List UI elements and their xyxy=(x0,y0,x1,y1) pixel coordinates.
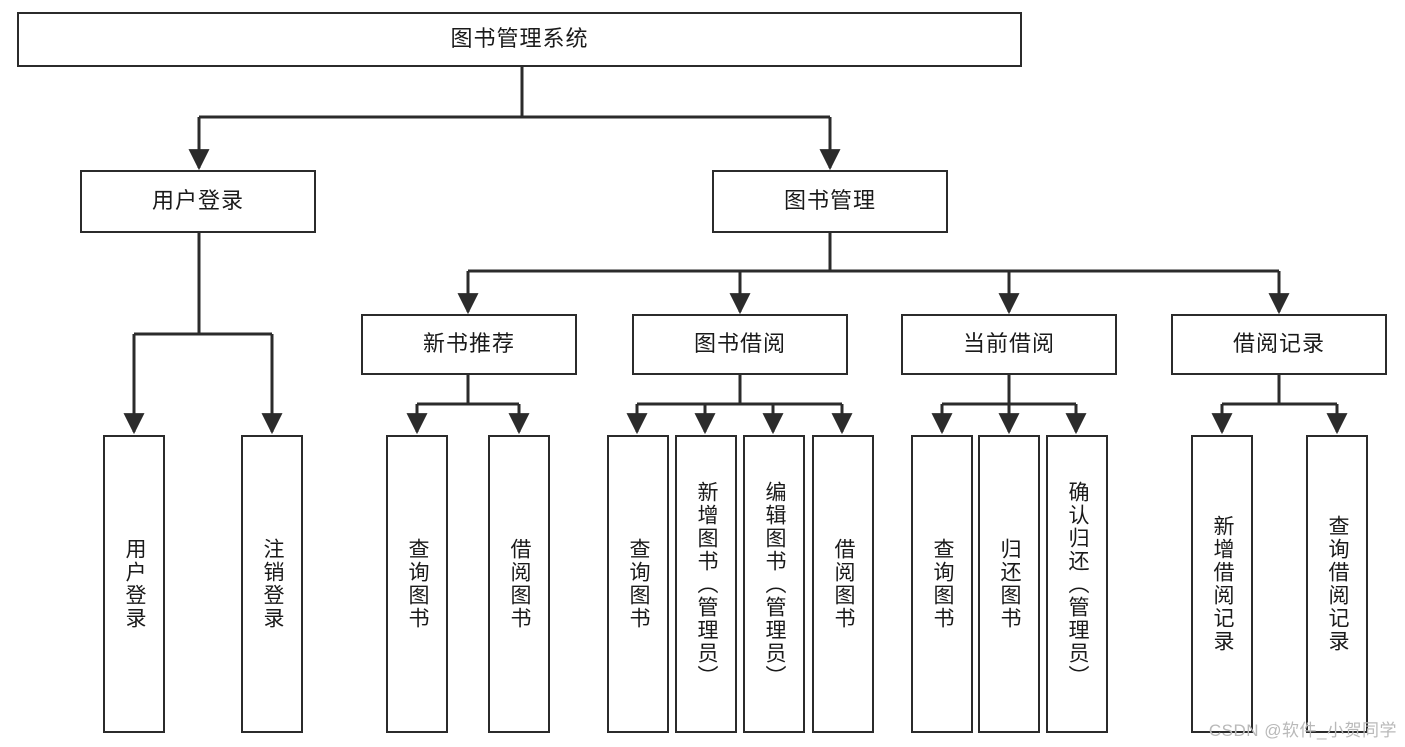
node-leaf-query-book-2[interactable]: 查询图书 xyxy=(607,435,669,733)
node-leaf-query-book-1-label: 查询图书 xyxy=(406,538,430,630)
node-borrow-record-label: 借阅记录 xyxy=(1232,331,1325,357)
node-leaf-query-record-label: 查询借阅记录 xyxy=(1326,515,1350,653)
node-leaf-borrow-book-2-label: 借阅图书 xyxy=(832,538,856,630)
node-current-borrow-label: 当前借阅 xyxy=(962,331,1055,357)
node-leaf-confirm-return-label: 确认归还（管理员） xyxy=(1066,480,1090,688)
node-leaf-user-login-label: 用户登录 xyxy=(123,538,147,630)
node-new-book-recommend[interactable]: 新书推荐 xyxy=(361,314,577,375)
node-leaf-return-book[interactable]: 归还图书 xyxy=(978,435,1040,733)
node-root[interactable]: 图书管理系统 xyxy=(17,12,1022,67)
node-leaf-add-record[interactable]: 新增借阅记录 xyxy=(1191,435,1253,733)
node-new-book-recommend-label: 新书推荐 xyxy=(422,331,515,357)
node-leaf-edit-book[interactable]: 编辑图书（管理员） xyxy=(743,435,805,733)
node-user-login-label: 用户登录 xyxy=(151,188,244,214)
node-leaf-borrow-book-2[interactable]: 借阅图书 xyxy=(812,435,874,733)
node-leaf-user-login[interactable]: 用户登录 xyxy=(103,435,165,733)
node-root-label: 图书管理系统 xyxy=(450,26,589,52)
node-leaf-add-book-label: 新增图书（管理员） xyxy=(695,480,719,688)
node-leaf-logout-login-label: 注销登录 xyxy=(261,538,285,630)
node-book-borrow[interactable]: 图书借阅 xyxy=(632,314,848,375)
node-user-login[interactable]: 用户登录 xyxy=(80,170,316,233)
node-book-borrow-label: 图书借阅 xyxy=(693,331,786,357)
node-leaf-query-book-3[interactable]: 查询图书 xyxy=(911,435,973,733)
node-leaf-edit-book-label: 编辑图书（管理员） xyxy=(763,480,787,688)
node-current-borrow[interactable]: 当前借阅 xyxy=(901,314,1117,375)
node-leaf-query-book-3-label: 查询图书 xyxy=(931,538,955,630)
node-leaf-logout-login[interactable]: 注销登录 xyxy=(241,435,303,733)
node-leaf-return-book-label: 归还图书 xyxy=(998,538,1022,630)
node-borrow-record[interactable]: 借阅记录 xyxy=(1171,314,1387,375)
csdn-watermark: CSDN @软件_小贺同学 xyxy=(1208,721,1397,740)
node-leaf-add-record-label: 新增借阅记录 xyxy=(1211,515,1235,653)
node-leaf-borrow-book-1-label: 借阅图书 xyxy=(508,538,532,630)
node-book-management[interactable]: 图书管理 xyxy=(712,170,948,233)
node-leaf-query-record[interactable]: 查询借阅记录 xyxy=(1306,435,1368,733)
node-leaf-add-book[interactable]: 新增图书（管理员） xyxy=(675,435,737,733)
node-leaf-query-book-1[interactable]: 查询图书 xyxy=(386,435,448,733)
node-leaf-borrow-book-1[interactable]: 借阅图书 xyxy=(488,435,550,733)
node-book-management-label: 图书管理 xyxy=(783,188,876,214)
node-leaf-query-book-2-label: 查询图书 xyxy=(627,538,651,630)
node-leaf-confirm-return[interactable]: 确认归还（管理员） xyxy=(1046,435,1108,733)
